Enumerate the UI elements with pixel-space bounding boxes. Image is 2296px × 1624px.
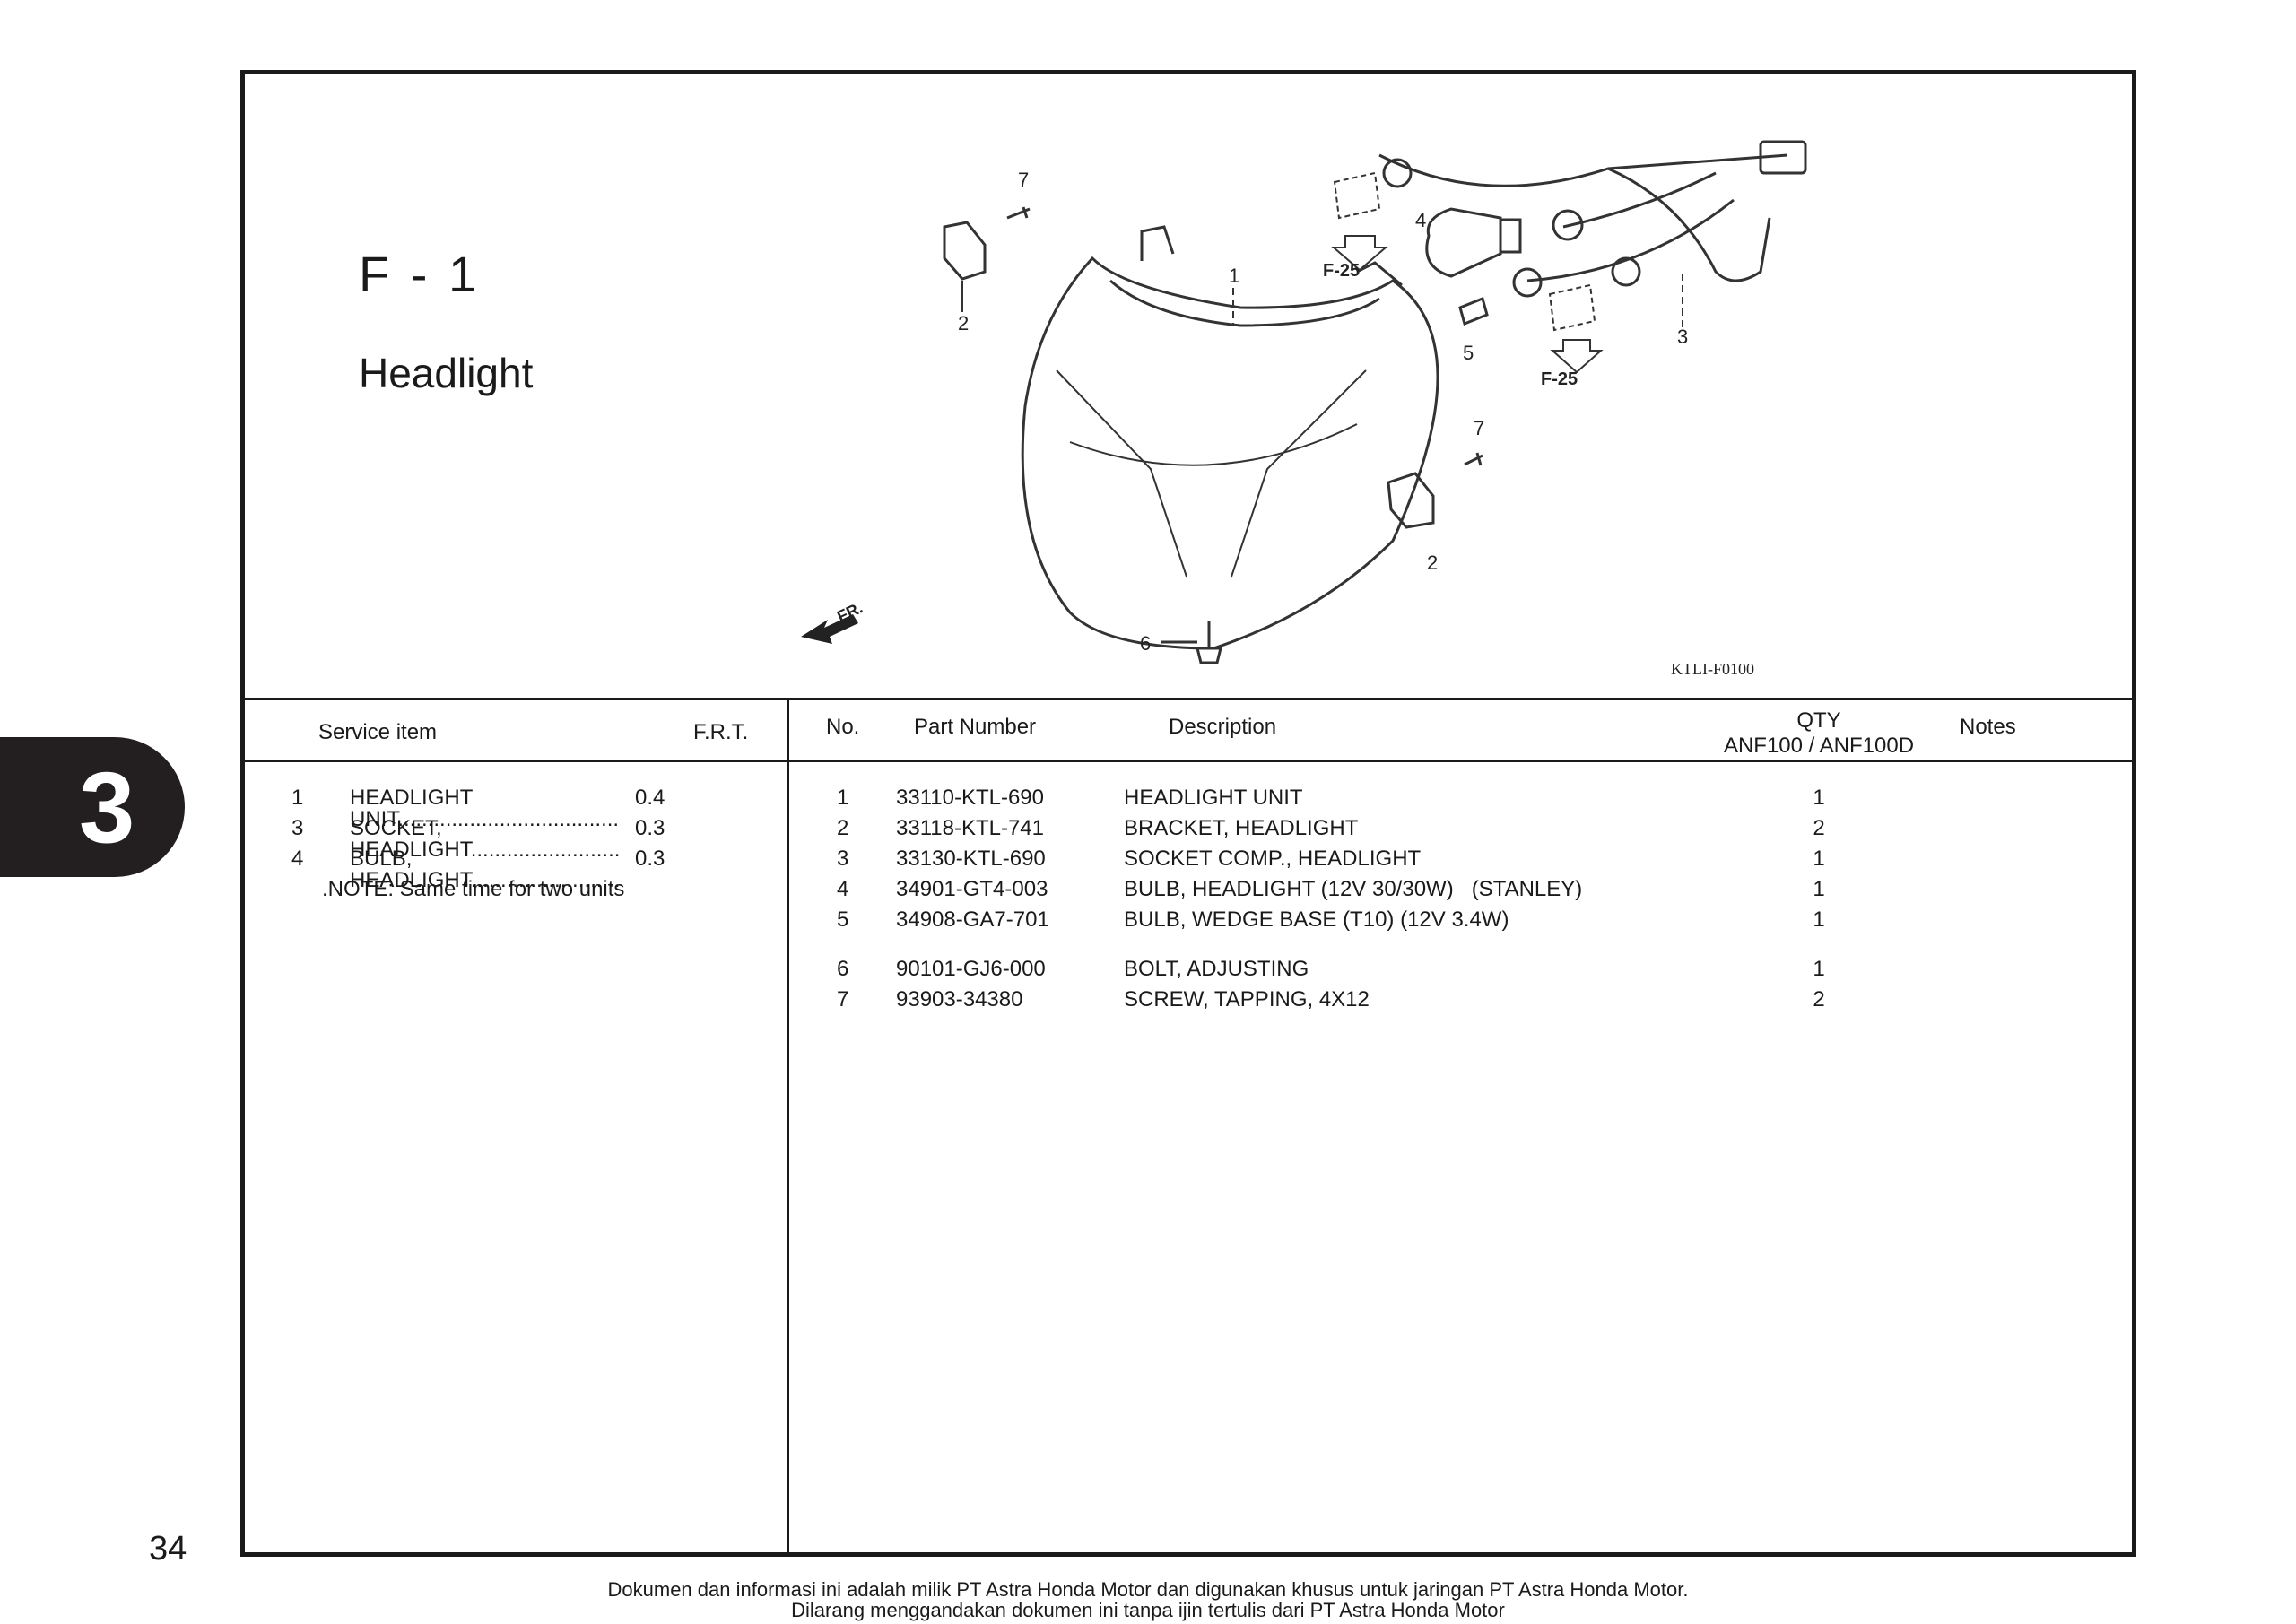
part-qty: 1	[1813, 786, 1825, 810]
part-no: 7	[837, 987, 849, 1012]
description-header: Description	[1169, 715, 1277, 739]
screw-left-drawing	[1006, 206, 1031, 220]
wedge-bulb-drawing	[1458, 296, 1489, 326]
qty-header: QTY	[1796, 708, 1841, 733]
callout-label: 2	[958, 312, 969, 334]
part-no: 6	[837, 957, 849, 981]
qty-models-header: ANF100 / ANF100D	[1723, 734, 1915, 758]
service-note: .NOTE: Same time for two units	[322, 877, 625, 901]
callout-label: 2	[1427, 551, 1438, 574]
part-no: 4	[837, 877, 849, 901]
screw-right-drawing	[1464, 452, 1483, 466]
part-number: 33130-KTL-690	[896, 847, 1046, 871]
part-number: 34901-GT4-003	[896, 877, 1048, 901]
section-code: F - 1	[359, 246, 481, 302]
callout-label: 7	[1018, 169, 1029, 191]
headlight-bulb-drawing	[1425, 207, 1502, 278]
section-title: Headlight	[359, 350, 534, 396]
part-no: 2	[837, 816, 849, 840]
part-description: HEADLIGHT UNIT	[1124, 786, 1303, 810]
service-row: 1 HEADLIGHT UNIT........................…	[291, 786, 665, 830]
ref-label: F-25	[1323, 261, 1360, 281]
part-description: SOCKET COMP., HEADLIGHT	[1124, 847, 1422, 871]
part-description: BOLT, ADJUSTING	[1124, 957, 1309, 981]
part-number: 34908-GA7-701	[896, 908, 1049, 932]
diagram-labels: 1 2 2 3 4 5 6 7 7 F-25 F-25 FR. KTLI-F01…	[834, 169, 1754, 678]
callout-label: 1	[1229, 265, 1239, 287]
part-qty: 1	[1813, 877, 1825, 901]
part-number-header: Part Number	[914, 715, 1037, 739]
page-number: 34	[149, 1530, 187, 1568]
part-number: 33110-KTL-690	[896, 786, 1044, 810]
part-description: SCREW, TAPPING, 4X12	[1124, 987, 1370, 1012]
part-no: 5	[837, 908, 849, 932]
callout-label: 7	[1474, 417, 1484, 439]
headlight-unit-drawing	[1021, 256, 1439, 650]
part-number: 93903-34380	[896, 987, 1023, 1012]
part-qty: 1	[1813, 847, 1825, 871]
part-qty: 1	[1813, 957, 1825, 981]
chapter-tab: 3	[0, 737, 185, 877]
diagram-ref-code: KTLI-F0100	[1671, 660, 1754, 678]
callout-label: 3	[1677, 326, 1688, 348]
callout-label: 4	[1415, 209, 1426, 231]
bracket-right-drawing	[1387, 472, 1435, 529]
callout-label: 6	[1140, 632, 1151, 655]
callout-label: 5	[1463, 342, 1474, 364]
diagram-area: F - 1 Headlight	[245, 74, 2132, 700]
part-description: BULB, HEADLIGHT (12V 30/30W) (STANLEY)	[1124, 877, 1583, 901]
part-qty: 2	[1813, 816, 1825, 840]
part-description: BULB, WEDGE BASE (T10) (12V 3.4W)	[1124, 908, 1509, 932]
table-header-divider	[245, 760, 2132, 762]
frt-header: F.R.T.	[693, 720, 749, 744]
service-row: 3 SOCKET, HEADLIGHT.....................…	[291, 816, 665, 861]
part-description: BRACKET, HEADLIGHT	[1124, 816, 1359, 840]
parts-page-frame: F - 1 Headlight	[240, 70, 2136, 1557]
bracket-left-drawing	[943, 221, 987, 281]
table-column-divider	[787, 700, 789, 1557]
chapter-number: 3	[79, 751, 135, 864]
socket-harness-drawing	[1378, 153, 1788, 282]
ref-label: F-25	[1541, 369, 1578, 389]
service-row: 4 BULB, HEADLIGHT.......................…	[291, 847, 665, 891]
part-number: 33118-KTL-741	[896, 816, 1044, 840]
part-qty: 1	[1813, 908, 1825, 932]
part-number: 90101-GJ6-000	[896, 957, 1046, 981]
footer-line-2: Dilarang menggandakan dokumen ini tanpa …	[791, 1599, 1505, 1621]
part-no: 3	[837, 847, 849, 871]
bolt-drawing	[1196, 621, 1222, 664]
service-item-header: Service item	[318, 720, 438, 744]
headlight-exploded-diagram: 1 2 2 3 4 5 6 7 7 F-25 F-25 FR. KTLI-F01…	[801, 140, 1807, 678]
part-qty: 2	[1813, 987, 1825, 1012]
footer-line-1: Dokumen dan informasi ini adalah milik P…	[607, 1578, 1689, 1601]
no-header: No.	[826, 715, 860, 739]
part-no: 1	[837, 786, 849, 810]
notes-header: Notes	[1960, 715, 2016, 739]
